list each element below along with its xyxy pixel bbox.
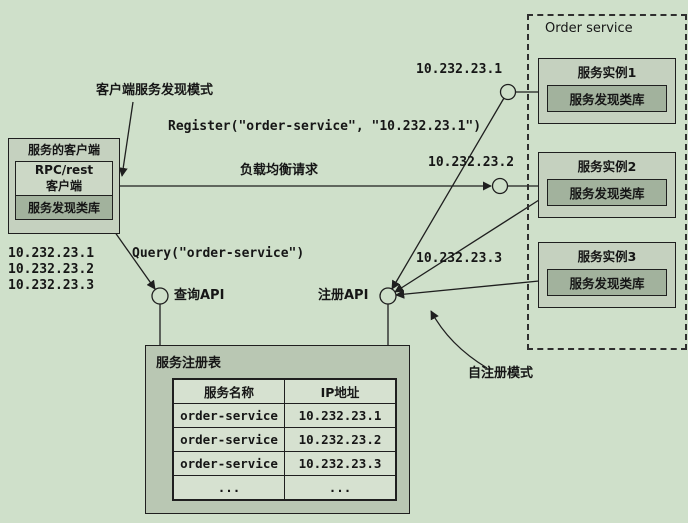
endpoint1-circle [499, 83, 517, 101]
service-registry-box: 服务注册表 服务名称 IP地址 order-service 10.232.23.… [145, 345, 410, 514]
service-registry-title: 服务注册表 [156, 356, 222, 371]
query-api-circle [151, 287, 169, 305]
rpc-client-box: RPC/rest 客户端 [15, 161, 113, 197]
service-instance-2-discovery-lib-box: 服务发现类库 [547, 179, 667, 206]
service-instance-1-discovery-lib-box: 服务发现类库 [547, 85, 667, 112]
load-balance-label: 负载均衡请求 [240, 163, 319, 178]
service-instance-3-discovery-lib-box: 服务发现类库 [547, 269, 667, 296]
service-instance-3-title: 服务实例3 [577, 249, 637, 264]
rpc-client-line2: 客户端 [45, 178, 82, 193]
client-ip-item: 10.232.23.2 [8, 262, 95, 277]
service-instance-2-title: 服务实例2 [577, 159, 637, 174]
register-arrow-instance2 [394, 199, 540, 293]
registry-cell-ip: ... [284, 475, 397, 501]
instance3-ip-label: 10.232.23.3 [416, 251, 503, 266]
client-box-title: 服务的客户端 [27, 143, 100, 157]
service-instance-1-box: 服务实例1 服务发现类库 [538, 58, 676, 124]
registry-cell-service: order-service [172, 451, 285, 476]
client-box: 服务的客户端 RPC/rest 客户端 服务发现类库 [8, 138, 120, 234]
self-register-label: 自注册模式 [468, 366, 534, 381]
registry-col-service-name: 服务名称 [172, 378, 285, 404]
service-instance-3-box: 服务实例3 服务发现类库 [538, 242, 676, 308]
registry-header-row: 服务名称 IP地址 [172, 378, 397, 404]
register-arrow-instance1 [391, 97, 505, 290]
instance2-ip-label: 10.232.23.2 [428, 155, 515, 170]
registry-row: order-service 10.232.23.1 [172, 403, 397, 428]
instance1-ip-label: 10.232.23.1 [416, 62, 503, 77]
order-service-title: Order service [545, 21, 633, 36]
query-call-label: Query("order-service") [132, 246, 305, 261]
client-ip-item: 10.232.23.1 [8, 246, 95, 261]
register-api-circle [379, 287, 397, 305]
client-discovery-lib-box: 服务发现类库 [15, 196, 113, 221]
pattern-title-label: 客户端服务发现模式 [96, 83, 214, 98]
service-instance-2-box: 服务实例2 服务发现类库 [538, 152, 676, 218]
registry-cell-service: ... [172, 475, 285, 501]
registry-cell-service: order-service [172, 427, 285, 452]
query-arrow [111, 227, 156, 290]
registry-cell-ip: 10.232.23.2 [284, 427, 397, 452]
endpoint2-circle [491, 177, 509, 195]
order-service-group-box: Order service [527, 14, 687, 350]
register-call-label: Register("order-service", "10.232.23.1") [168, 119, 482, 134]
rpc-client-line1: RPC/rest [34, 163, 94, 177]
register-api-label: 注册API [318, 288, 369, 303]
client-ip-item: 10.232.23.3 [8, 278, 95, 293]
registry-row: ... ... [172, 475, 397, 501]
register-arrow-instance3 [395, 280, 540, 299]
query-api-label: 查询API [174, 288, 225, 303]
pattern-title-pointer-arrow [118, 101, 134, 177]
service-instance-1-title: 服务实例1 [577, 65, 637, 80]
client-ip-list: 10.232.23.1 10.232.23.2 10.232.23.3 [8, 246, 94, 294]
registry-row: order-service 10.232.23.3 [172, 451, 397, 476]
registry-cell-ip: 10.232.23.1 [284, 403, 397, 428]
registry-cell-service: order-service [172, 403, 285, 428]
registry-col-ip: IP地址 [284, 378, 397, 404]
registry-row: order-service 10.232.23.2 [172, 427, 397, 452]
registry-table: 服务名称 IP地址 order-service 10.232.23.1 orde… [172, 378, 397, 501]
registry-cell-ip: 10.232.23.3 [284, 451, 397, 476]
self-register-pointer-arrow [430, 310, 488, 369]
